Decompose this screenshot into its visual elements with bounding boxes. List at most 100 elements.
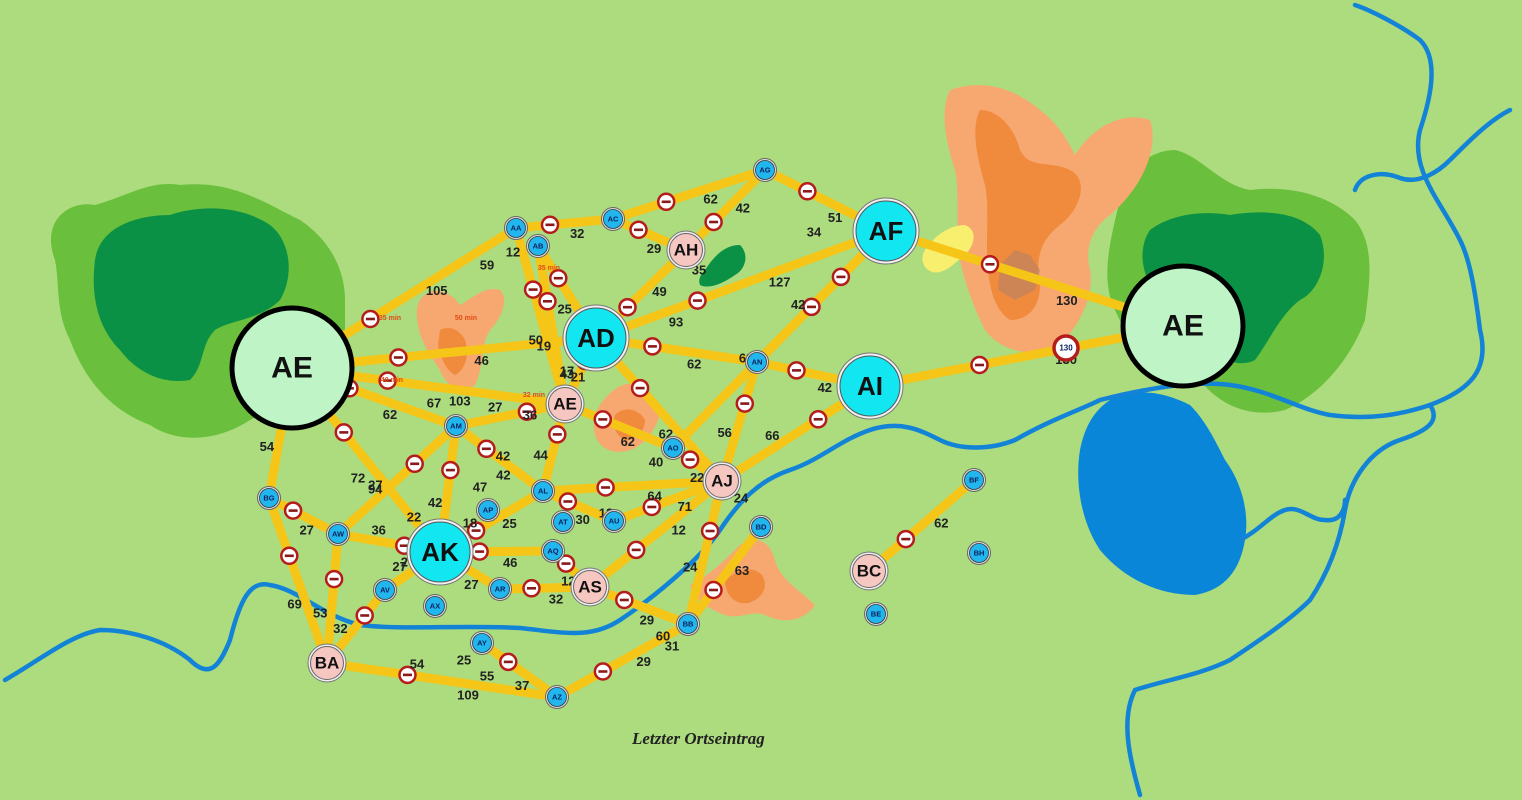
city-bg[interactable]: BG [257, 486, 281, 510]
road-distance-label: 32 [570, 226, 584, 241]
city-aq[interactable]: AQ [541, 539, 565, 563]
city-ae_west[interactable]: AE [229, 305, 355, 431]
travel-time-label: 50 min [455, 315, 477, 322]
road-al-aj [538, 476, 727, 496]
city-ah[interactable]: AH [666, 230, 706, 270]
city-aj[interactable]: AJ [702, 461, 742, 501]
road-distance-label: 130 [1056, 293, 1078, 308]
no-entry-sign-icon [441, 460, 460, 480]
city-ai[interactable]: AI [836, 352, 904, 420]
city-av[interactable]: AV [373, 578, 397, 602]
river-south-east [1125, 402, 1436, 798]
road-am-al [451, 421, 548, 496]
road-distance-label: 22 [690, 470, 704, 485]
forest-small [699, 245, 746, 287]
no-entry-sign-icon [626, 540, 646, 560]
no-entry-sign-icon [970, 355, 989, 375]
city-label: AD [577, 323, 615, 353]
road-as-aj [585, 476, 727, 592]
city-ae_east[interactable]: AE [1120, 263, 1246, 389]
city-ax[interactable]: AX [423, 594, 447, 618]
road-distance-label: 63 [735, 563, 749, 578]
distance-label: 34 [807, 225, 822, 240]
city-bd[interactable]: BD [749, 515, 773, 539]
distance-label: 93 [669, 315, 683, 330]
distance-label: 17 [560, 364, 574, 379]
road-distance-label: 49 [652, 284, 666, 299]
city-ad[interactable]: AD [562, 304, 630, 372]
road-distance-label: 62 [687, 356, 701, 371]
city-am[interactable]: AM [444, 414, 468, 438]
city-an[interactable]: AN [745, 350, 769, 374]
city-label: AQ [547, 547, 558, 556]
road-distance-label: 29 [647, 241, 661, 256]
no-entry-sign-icon [466, 521, 486, 540]
city-label: AF [869, 216, 904, 246]
city-label: AK [421, 537, 459, 567]
city-label: BD [756, 523, 767, 532]
city-label: AE [271, 352, 313, 385]
city-af[interactable]: AF [852, 197, 920, 265]
no-entry-sign-icon [688, 291, 707, 310]
no-entry-sign-icon [615, 590, 634, 610]
city-at[interactable]: AT [551, 510, 575, 534]
city-ab[interactable]: AB [526, 234, 550, 258]
road-distance-label: 44 [533, 448, 548, 463]
city-as[interactable]: AS [570, 567, 610, 607]
no-entry-sign-icon [980, 255, 1000, 274]
city-au[interactable]: AU [602, 509, 626, 533]
no-entry-sign-icon [477, 439, 496, 459]
city-label: BB [683, 620, 694, 629]
city-ag[interactable]: AG [753, 158, 777, 182]
road-distance-label: 42 [791, 297, 805, 312]
road-ay-az [477, 638, 562, 702]
distance-label: 22 [407, 510, 421, 525]
city-ak[interactable]: AK [406, 518, 474, 586]
road-distance-label: 27 [299, 523, 313, 538]
no-entry-sign-icon [398, 665, 417, 685]
road-distance-label: 105 [426, 283, 448, 298]
road-an-aj [717, 357, 762, 486]
city-aa[interactable]: AA [504, 216, 528, 240]
road-distance-label: 109 [457, 688, 479, 703]
road-distance-label: 94 [368, 482, 383, 497]
road-distance-label: 27 [368, 477, 382, 492]
city-label: AO [667, 444, 678, 453]
city-label: BE [871, 610, 881, 619]
no-entry-sign-icon [558, 492, 578, 511]
city-bh[interactable]: BH [967, 541, 991, 565]
city-ao[interactable]: AO [661, 436, 685, 460]
city-ap[interactable]: AP [476, 498, 500, 522]
city-bc[interactable]: BC [849, 551, 889, 591]
no-entry-sign-icon [618, 297, 637, 317]
city-ae_mid[interactable]: AE [545, 384, 585, 424]
city-be[interactable]: BE [864, 602, 888, 626]
road-distance-label: 36 [371, 523, 385, 538]
no-entry-sign-icon [556, 554, 576, 573]
road-distance-label: 56 [717, 425, 731, 440]
no-entry-sign-icon [522, 579, 541, 598]
city-bf[interactable]: BF [962, 468, 986, 492]
city-az[interactable]: AZ [545, 685, 569, 709]
city-label: AB [533, 242, 544, 251]
city-label: AW [332, 530, 345, 539]
no-entry-sign-icon [798, 182, 817, 201]
road-distance-label: 62 [621, 434, 635, 449]
city-al[interactable]: AL [531, 479, 555, 503]
city-ac[interactable]: AC [601, 207, 625, 231]
no-entry-sign-icon [802, 297, 821, 317]
city-ba[interactable]: BA [307, 643, 347, 683]
distance-label: 42 [496, 449, 510, 464]
road-distance-label: 43 [560, 367, 574, 382]
city-bb[interactable]: BB [676, 612, 700, 636]
city-ar[interactable]: AR [488, 577, 512, 601]
distance-label: 54 [410, 657, 425, 672]
no-entry-sign-icon [389, 348, 408, 367]
city-label: AA [511, 224, 522, 233]
city-ay[interactable]: AY [470, 631, 494, 655]
road-al-au [538, 486, 619, 526]
city-aw[interactable]: AW [326, 522, 350, 546]
no-entry-sign-icon [735, 394, 755, 413]
no-entry-sign-icon [896, 529, 916, 549]
